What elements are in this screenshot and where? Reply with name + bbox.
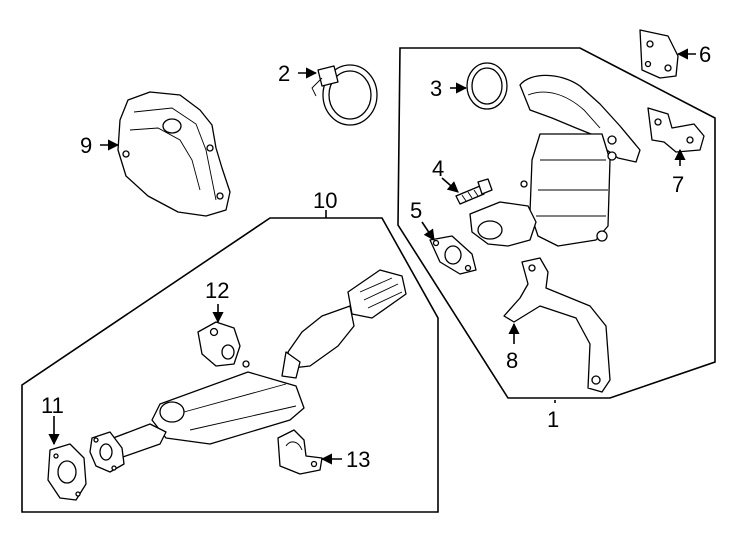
stud-bolt-part [455,178,493,205]
muffler-pipe-part [89,269,407,473]
exhaust-clamp-part [311,64,378,126]
pipe-gasket-part [47,443,87,501]
callout-12: 12 [205,278,229,303]
flange-gasket-part [429,235,477,275]
lower-support-bracket-part [503,257,611,393]
callout-2: 2 [278,61,290,86]
callout-7: 7 [672,172,684,197]
gasket-ring-part [466,62,508,110]
callout-1: 1 [547,407,559,432]
callout-5: 5 [410,198,422,223]
catalytic-converter-group-outline [397,47,716,399]
leader-4 [441,177,459,193]
callout-6: 6 [699,42,711,67]
muffler-pipe-group-outline [21,217,439,513]
callout-10: 10 [313,188,337,213]
callout-11: 11 [41,393,64,418]
muffler-bracket-part [277,429,323,475]
leader-5 [421,221,435,241]
callout-8: 8 [506,348,518,373]
exhaust-hanger-part [197,321,241,367]
callout-9: 9 [80,133,92,158]
callout-13: 13 [346,447,370,472]
converter-bracket-part [647,107,705,153]
callout-3: 3 [430,76,442,101]
callout-4: 4 [432,156,444,181]
catalytic-converter-part [469,74,641,247]
upper-bracket-part [639,29,679,79]
leader-arrows [48,48,696,465]
heat-shield-part [117,91,231,217]
